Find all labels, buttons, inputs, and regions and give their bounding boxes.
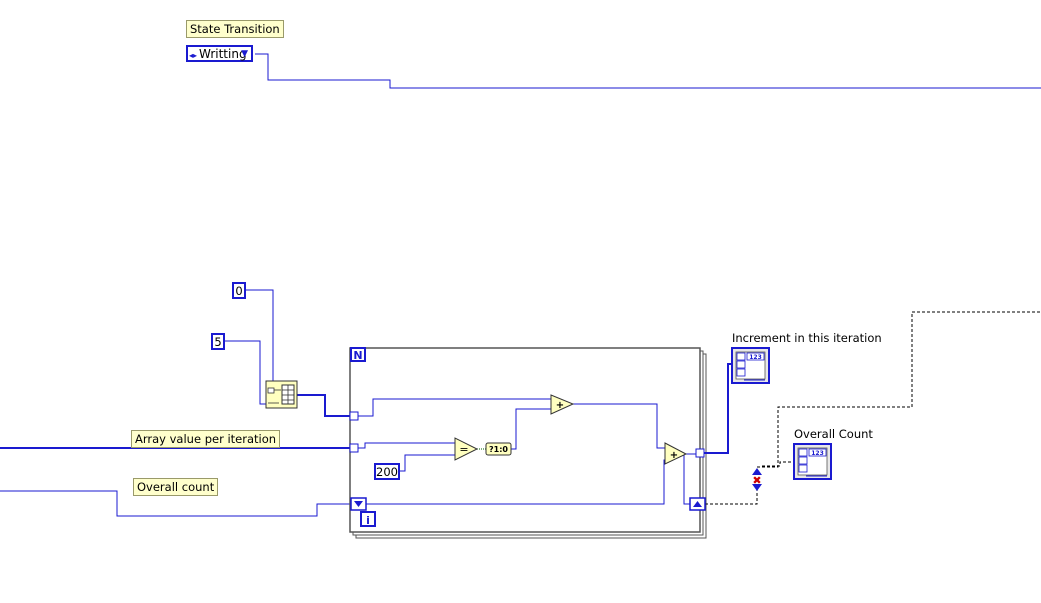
overall-count-indicator-symbol: 123 <box>811 450 824 457</box>
array-value-label: Array value per iteration <box>131 430 281 448</box>
loop-count-terminal[interactable] <box>350 347 366 362</box>
equal-symbol: = <box>459 443 468 456</box>
inner-wire-array[interactable] <box>358 442 455 449</box>
add-node-2[interactable] <box>664 442 688 465</box>
for-loop-frame[interactable] <box>349 347 701 533</box>
increment-output-wire[interactable] <box>704 363 735 454</box>
broken-marker-down-arrow <box>752 484 762 491</box>
output-tunnel[interactable] <box>695 448 705 458</box>
zero-constant-wire[interactable] <box>245 289 274 387</box>
broken-marker-up-arrow <box>752 468 762 475</box>
broken-wire-up[interactable] <box>757 311 1041 468</box>
five-constant-wire[interactable] <box>224 340 266 405</box>
broken-wire-indicator[interactable] <box>762 461 795 467</box>
threshold-wire[interactable] <box>399 454 455 472</box>
chevron-down-icon[interactable]: ▼ <box>241 49 248 59</box>
array-in-tunnel[interactable] <box>349 411 359 421</box>
iteration-terminal[interactable] <box>360 511 376 527</box>
enum-increment-icon[interactable]: ◂▸ <box>189 51 198 60</box>
shift-register-left-arrow <box>354 501 363 507</box>
equal-node[interactable] <box>454 437 479 461</box>
overall-count-wire[interactable] <box>0 490 352 517</box>
increment-label: Increment in this iteration <box>732 331 882 345</box>
broken-output-wire[interactable] <box>705 490 758 505</box>
state-enum-control[interactable]: ◂▸ Writting ▼ <box>186 45 253 62</box>
add-node-1[interactable] <box>550 394 575 415</box>
add2-to-shiftreg-wire[interactable] <box>683 454 690 505</box>
increment-indicator-symbol: 123 <box>749 354 762 361</box>
bool-num-wire[interactable] <box>511 408 551 450</box>
overall-count-indicator[interactable]: 123 <box>793 443 832 480</box>
shift-register-right-arrow <box>693 501 702 507</box>
increment-indicator[interactable]: 123 <box>731 347 770 384</box>
zero-constant[interactable]: 0 <box>232 282 246 299</box>
add1-output-wire[interactable] <box>573 403 667 449</box>
five-constant[interactable]: 5 <box>211 333 225 350</box>
add-node-1-symbol: + <box>556 400 564 411</box>
broken-wire-icon[interactable]: ✖ <box>752 474 761 487</box>
inner-wire-top[interactable] <box>358 398 551 417</box>
array-value-tunnel[interactable] <box>349 443 359 453</box>
overall-count-input-label: Overall count <box>133 478 219 496</box>
add-node-2-symbol: + <box>670 450 678 461</box>
threshold-constant[interactable]: 200 <box>374 463 400 480</box>
state-transition-label: State Transition <box>186 20 284 38</box>
bool-to-number-node[interactable] <box>485 442 512 456</box>
enum-wire[interactable] <box>255 53 1041 89</box>
init-array-wire[interactable] <box>297 394 350 417</box>
loop-count-label: N <box>353 349 362 362</box>
state-enum-value: Writting <box>199 47 247 61</box>
bool-to-number-symbol: ?1:0 <box>489 445 508 454</box>
iteration-label: i <box>366 514 370 527</box>
overall-count-output-label: Overall Count <box>794 427 873 441</box>
